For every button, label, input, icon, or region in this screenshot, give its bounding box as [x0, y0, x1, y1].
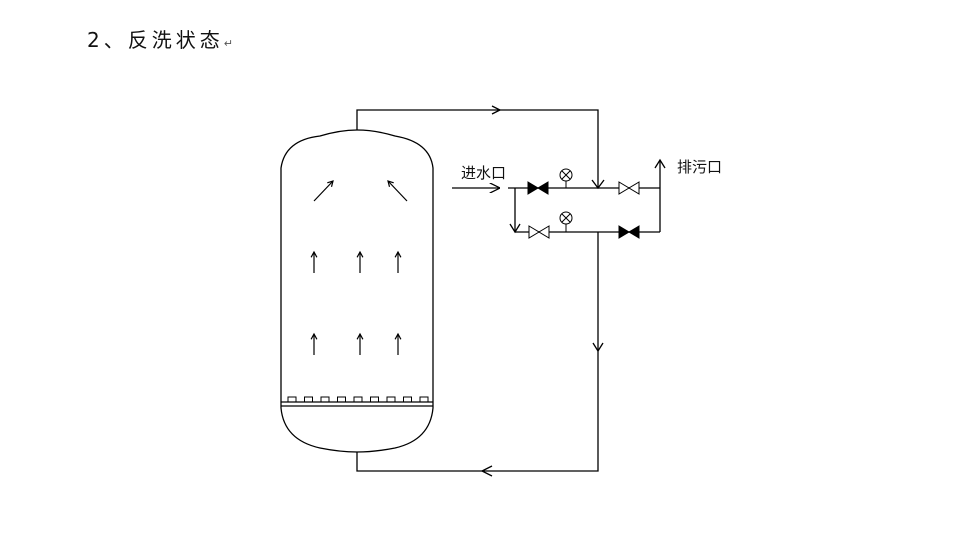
return-pipe: [356, 232, 599, 472]
top-pipe-arrow-right: [491, 105, 502, 115]
lower-inlet-valve[interactable]: [528, 225, 550, 239]
page-title: 2、反洗状态↵: [87, 24, 233, 53]
flow-arrow-icon: [356, 250, 364, 273]
nozzle: [419, 396, 429, 403]
flow-arrow-icon: [356, 332, 364, 355]
flow-arrow-icon: [310, 332, 318, 355]
flow-arrow-icon: [387, 180, 408, 202]
nozzle: [403, 396, 412, 403]
flow-arrow-icon: [394, 332, 402, 355]
upper-drain-valve[interactable]: [618, 181, 640, 195]
nozzle: [287, 396, 297, 403]
filter-vessel: [280, 129, 434, 453]
flow-arrow-icon: [313, 180, 334, 202]
upper-inlet-valve[interactable]: [527, 181, 549, 195]
inlet-label: 进水口: [461, 164, 506, 182]
lower-gauge-icon: [559, 211, 573, 232]
return-mark-icon: ↵: [223, 37, 233, 50]
drain-arrow-up: [654, 158, 666, 169]
nozzle: [337, 396, 346, 403]
vessel-flow-arrows: [310, 180, 408, 355]
flow-arrow-icon: [310, 250, 318, 273]
flow-arrow-icon: [394, 250, 402, 273]
title-text: 2、反洗状态: [87, 28, 224, 52]
lower-drain-valve[interactable]: [618, 225, 640, 239]
nozzle: [320, 396, 330, 403]
top-pipe: [356, 109, 599, 188]
nozzle: [353, 396, 363, 403]
nozzle: [304, 396, 313, 403]
nozzle: [370, 396, 379, 403]
upper-gauge-icon: [559, 168, 573, 188]
vessel-shell: [280, 129, 434, 453]
return-arrow-left: [480, 465, 493, 477]
distributor-nozzles: [287, 396, 429, 403]
nozzle: [386, 396, 396, 403]
drain-label: 排污口: [677, 158, 722, 176]
return-arrow-down: [592, 342, 604, 353]
